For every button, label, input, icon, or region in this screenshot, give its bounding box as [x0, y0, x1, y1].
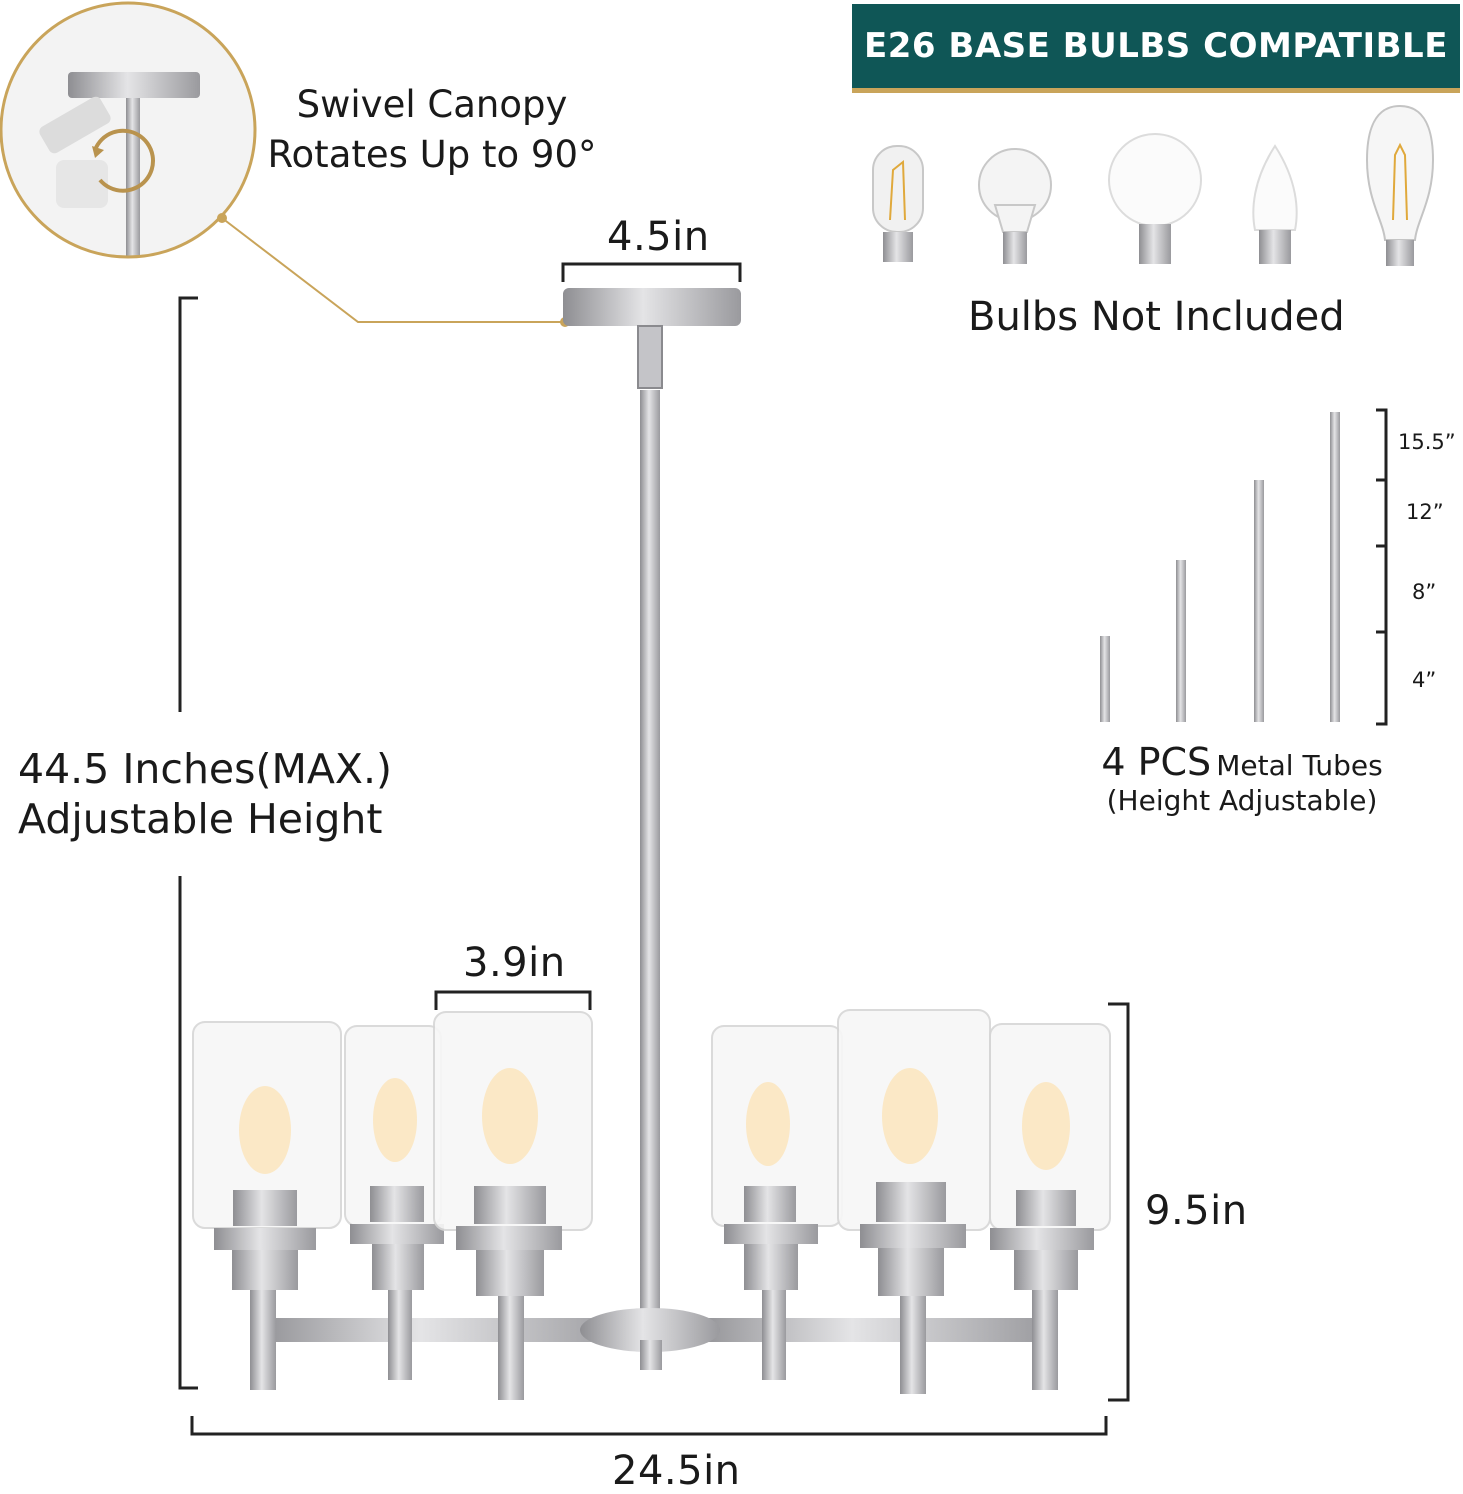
metal-tubes-graphic [1100, 408, 1388, 726]
height-label-line-1: 44.5 Inches(MAX.) [18, 745, 393, 793]
canopy-width-label: 4.5in [607, 214, 710, 260]
banner-underline [852, 88, 1460, 93]
shade-width-label: 3.9in [463, 940, 566, 986]
callout-line-1: Swivel Canopy [296, 83, 568, 126]
bulbs-not-included: Bulbs Not Included [968, 294, 1345, 340]
globe-bulb-icon [1108, 133, 1202, 264]
lamp-1 [192, 1021, 342, 1390]
a19-bulb-icon [978, 148, 1052, 264]
lamp-4 [711, 1025, 843, 1380]
callout-text: Swivel Canopy Rotates Up to 90° [262, 80, 602, 180]
tubes-count: 4 PCS [1101, 740, 1212, 784]
callout-line-2: Rotates Up to 90° [267, 133, 597, 176]
tubes-note: (Height Adjustable) [1106, 784, 1378, 817]
swivel-canopy-callout [0, 1, 570, 327]
bulb-icons-row [872, 104, 1435, 266]
lamp-3 [433, 1011, 593, 1400]
tubes-label: Metal Tubes [1216, 749, 1383, 782]
tubular-bulb-icon [872, 145, 924, 262]
tube-length-4: 4” [1412, 668, 1437, 692]
fixture-width-label: 24.5in [612, 1448, 741, 1494]
lamp-5 [837, 1009, 991, 1394]
bulb-compat-banner: E26 BASE BULBS COMPATIBLE [852, 4, 1460, 88]
tube-length-15-5: 15.5” [1398, 430, 1456, 454]
tube-length-8: 8” [1412, 580, 1437, 604]
candle-bulb-icon [1252, 144, 1298, 264]
lamp-2 [344, 1025, 444, 1380]
height-label: 44.5 Inches(MAX.) Adjustable Height [18, 744, 392, 844]
tubes-caption: 4 PCS Metal Tubes (Height Adjustable) [1092, 740, 1392, 817]
tube-length-12: 12” [1406, 500, 1444, 524]
lamp-6 [989, 1023, 1111, 1390]
height-label-line-2: Adjustable Height [18, 795, 383, 843]
st64-bulb-icon [1365, 104, 1435, 266]
fixture-height-label: 9.5in [1145, 1188, 1248, 1234]
